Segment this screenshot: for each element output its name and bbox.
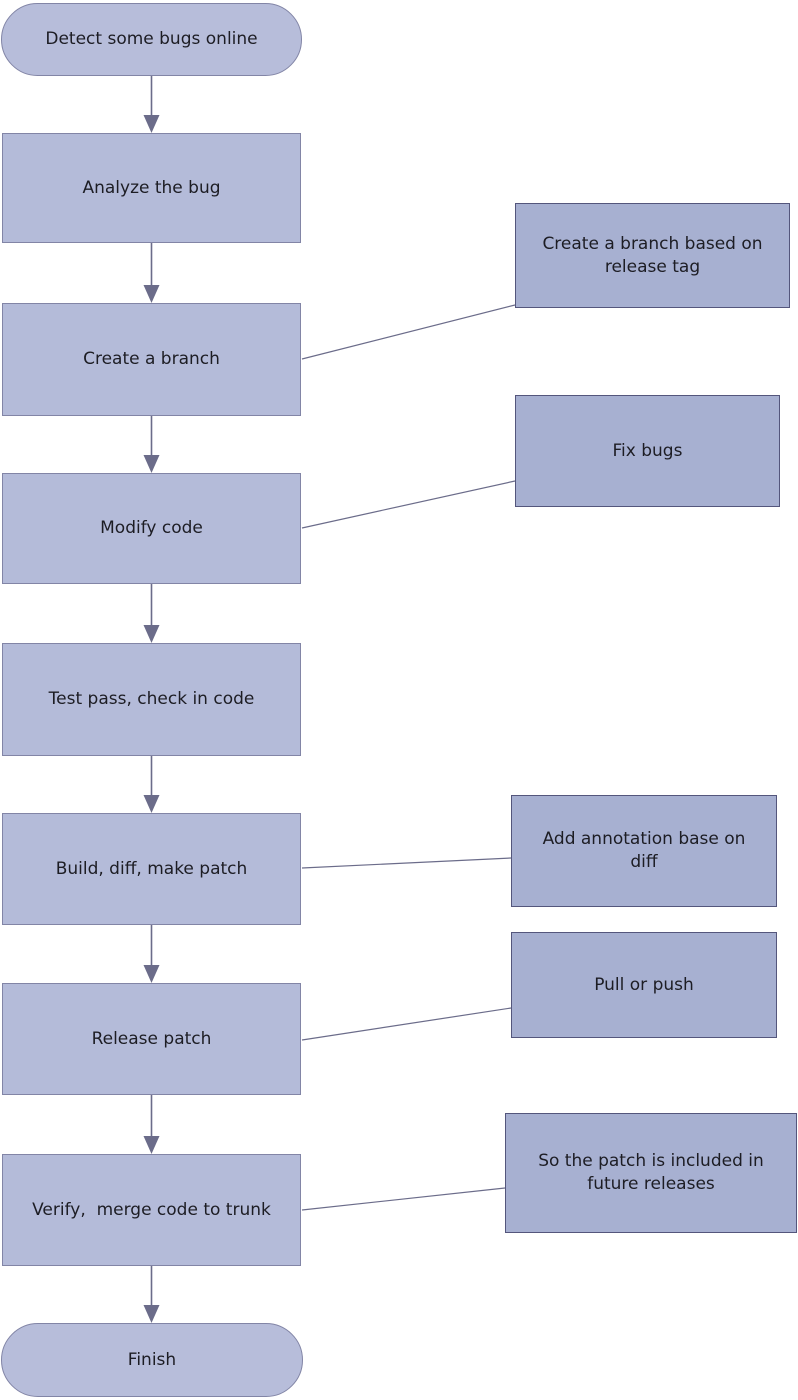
step-label: Build, diff, make patch xyxy=(55,858,248,879)
step-label: Modify code xyxy=(100,518,203,539)
arrowhead-icon xyxy=(143,1136,160,1154)
connector-fixbugs-annotation xyxy=(301,480,516,529)
step-label: Test pass, check in code xyxy=(48,689,255,710)
step-analyze-the-bug: Analyze the bug xyxy=(2,133,301,243)
connector-diff-annotation xyxy=(301,857,512,869)
arrowhead-icon xyxy=(143,625,160,643)
arrowhead-icon xyxy=(143,965,160,983)
arrowhead-icon xyxy=(143,455,160,473)
annotation-add-annotation-base-on-diff: Add annotation base on diff xyxy=(511,795,777,907)
connector-branch-annotation xyxy=(301,304,516,360)
arrowhead-icon xyxy=(143,115,160,133)
step-label: Create a branch xyxy=(83,349,220,370)
annotation-label: Create a branch based on release tag xyxy=(542,233,768,277)
start-node: Detect some bugs online xyxy=(1,3,302,76)
annotation-pull-or-push: Pull or push xyxy=(511,932,777,1038)
step-label: Analyze the bug xyxy=(82,177,221,198)
step-create-a-branch: Create a branch xyxy=(2,303,301,416)
step-verify-merge-code-to-trunk: Verify, merge code to trunk xyxy=(2,1154,301,1266)
arrowhead-icon xyxy=(143,285,160,303)
end-node: Finish xyxy=(1,1323,303,1397)
annotation-create-branch-based-on-release-tag: Create a branch based on release tag xyxy=(515,203,790,308)
step-release-patch: Release patch xyxy=(2,983,301,1095)
step-label: Release patch xyxy=(91,1028,212,1049)
annotation-fix-bugs: Fix bugs xyxy=(515,395,780,507)
arrowhead-icon xyxy=(143,1305,160,1323)
start-node-label: Detect some bugs online xyxy=(45,29,258,50)
step-modify-code: Modify code xyxy=(2,473,301,584)
step-test-pass-check-in-code: Test pass, check in code xyxy=(2,643,301,756)
connector-pull-annotation xyxy=(301,1007,512,1041)
step-build-diff-make-patch: Build, diff, make patch xyxy=(2,813,301,925)
annotation-label: Fix bugs xyxy=(612,440,683,461)
annotation-label: Pull or push xyxy=(594,974,694,995)
annotation-connectors xyxy=(301,304,516,1211)
annotation-label: Add annotation base on diff xyxy=(542,829,751,872)
arrowhead-icon xyxy=(143,795,160,813)
annotation-patch-included-in-future-releases: So the patch is included in future relea… xyxy=(505,1113,797,1233)
connector-future-annotation xyxy=(301,1187,506,1211)
end-node-label: Finish xyxy=(127,1349,177,1370)
annotation-label: So the patch is included in future relea… xyxy=(538,1151,770,1194)
step-label: Verify, merge code to trunk xyxy=(32,1199,271,1220)
